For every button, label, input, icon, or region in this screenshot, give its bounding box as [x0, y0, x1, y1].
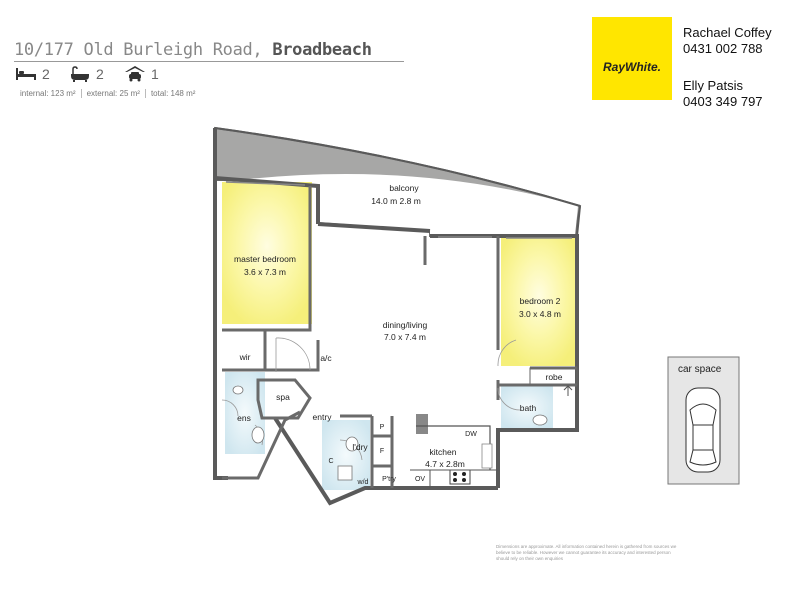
garage-icon	[125, 66, 145, 82]
spa-label: spa	[276, 392, 290, 402]
bedroom-2-size: 3.0 x 4.8 m	[519, 309, 561, 319]
car-feature: 1	[125, 66, 159, 82]
master-bedroom-area	[222, 182, 312, 324]
washer-dryer	[337, 465, 353, 481]
kitchen-bench	[416, 414, 428, 434]
oven-label: OV	[415, 476, 425, 483]
cupboard-label: C	[328, 458, 333, 465]
pantry-f-label: F	[380, 448, 384, 455]
ens-label: ens	[237, 413, 251, 423]
master-bedroom-label: master bedroom	[234, 254, 296, 264]
suburb: Broadbeach	[272, 40, 372, 60]
toilet-ensuite	[251, 426, 265, 444]
agent-1: Rachael Coffey 0431 002 788	[683, 25, 772, 57]
bed-icon	[16, 68, 36, 80]
kitchen-sink	[481, 443, 493, 469]
kitchen-label: kitchen	[430, 447, 457, 457]
ldry-label: l'dry	[352, 442, 368, 452]
wd-label: w/d	[357, 479, 369, 486]
total-area: total: 148 m²	[150, 89, 196, 98]
bedrooms-count: 2	[42, 66, 50, 82]
entry-label: entry	[313, 412, 333, 422]
balcony-size: 14.0 m 2.8 m	[371, 196, 421, 206]
agent-2-phone: 0403 349 797	[683, 94, 763, 109]
agent-2-name: Elly Patsis	[683, 78, 743, 93]
disclaimer: Dimensions are approximate. All informat…	[496, 544, 677, 561]
external-area: external: 25 m²	[86, 89, 140, 98]
bath-label: bath	[520, 403, 537, 413]
basin-ldry	[345, 436, 359, 452]
raywhite-logo: RayWhite.	[592, 17, 672, 100]
bedroom-2-area	[501, 238, 577, 366]
bathrooms-feature: 2	[70, 66, 104, 82]
dining-living-size: 7.0 x 7.4 m	[384, 332, 426, 342]
cooktop	[449, 469, 471, 485]
robe-box	[529, 367, 578, 386]
ptry-label: P'try	[382, 476, 396, 483]
pantry-p-label: P	[380, 424, 385, 431]
agent-2: Elly Patsis 0403 349 797	[683, 78, 763, 110]
basin-ensuite	[232, 385, 244, 395]
balcony-label: balcony	[389, 183, 419, 193]
car-space-label: car space	[678, 364, 722, 375]
bath-icon	[71, 66, 89, 82]
logo-text: RayWhite.	[602, 59, 661, 74]
car-count: 1	[151, 66, 159, 82]
ac-label: a/c	[320, 353, 332, 363]
toilet-bath	[532, 414, 548, 426]
master-bedroom-size: 3.6 x 7.3 m	[244, 267, 286, 277]
dw-label: DW	[465, 431, 477, 438]
car-icon	[685, 387, 721, 473]
wir-label: wir	[239, 352, 251, 362]
bedroom-2-label: bedroom 2	[520, 296, 561, 306]
address-prefix: 10/177 Old Burleigh Road,	[14, 40, 263, 60]
robe-label: robe	[545, 372, 562, 382]
dining-living-label: dining/living	[383, 320, 428, 330]
area-summary: internal: 123 m² external: 25 m² total: 14…	[20, 89, 196, 99]
agent-1-name: Rachael Coffey	[683, 25, 772, 40]
internal-area: internal: 123 m²	[20, 89, 76, 98]
property-address: 10/177 Old Burleigh Road, Broadbeach	[14, 40, 372, 60]
title-divider	[14, 61, 404, 62]
bedrooms-feature: 2	[16, 66, 50, 82]
bathrooms-count: 2	[96, 66, 104, 82]
kitchen-size: 4.7 x 2.8m	[425, 459, 465, 469]
agent-1-phone: 0431 002 788	[683, 41, 763, 56]
